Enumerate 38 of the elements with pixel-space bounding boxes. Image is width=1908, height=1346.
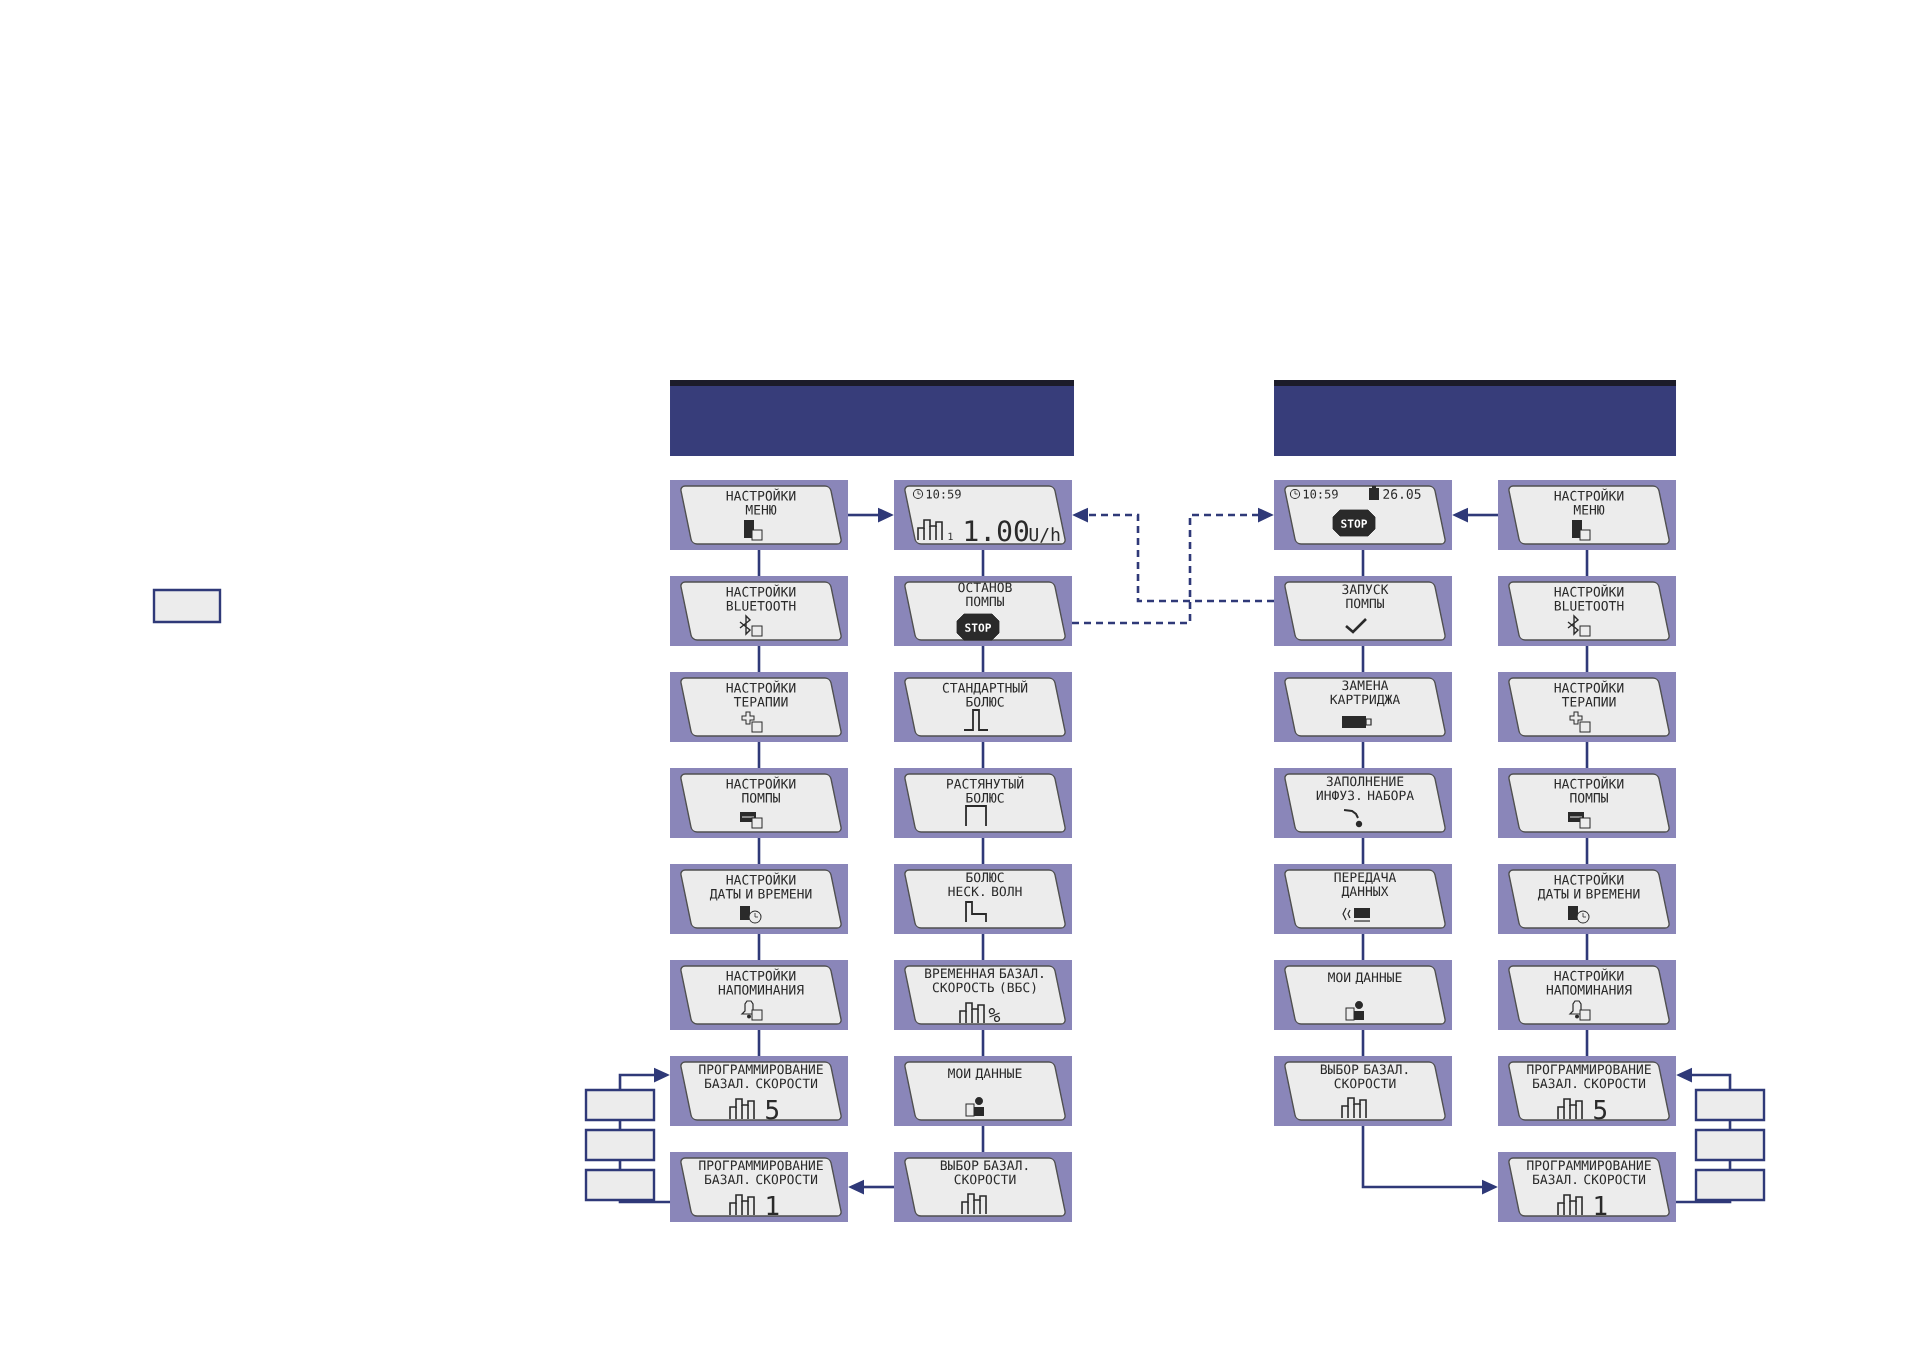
- connector-line: [1728, 1120, 1732, 1130]
- connector-line: [1361, 934, 1365, 960]
- connector-line: [1676, 1199, 1732, 1204]
- connector-line: [981, 646, 985, 672]
- connector-line: [618, 1160, 622, 1170]
- connector-line: [981, 742, 985, 768]
- connector-line: [1728, 1160, 1732, 1170]
- connector-line: [757, 1030, 761, 1056]
- connector-line: [1361, 1030, 1365, 1056]
- connector-line: [981, 550, 985, 576]
- connector-line: [1585, 1030, 1589, 1056]
- connector-line: [757, 646, 761, 672]
- connector-line: [757, 934, 761, 960]
- empty-box: [1694, 1128, 1766, 1162]
- empty-box: [152, 588, 222, 624]
- connector-line: [757, 838, 761, 864]
- connector-line: [981, 934, 985, 960]
- connector-line: [1361, 742, 1365, 768]
- empty-box: [1694, 1088, 1766, 1122]
- connector-line: [981, 838, 985, 864]
- connector-line: [1585, 838, 1589, 864]
- connector-line: [1361, 646, 1365, 672]
- connector-line: [1361, 550, 1365, 576]
- connector-line: [1585, 934, 1589, 960]
- connector-line: [1361, 838, 1365, 864]
- connector-line: [981, 1126, 985, 1152]
- empty-box: [584, 1128, 656, 1162]
- empty-box: [584, 1088, 656, 1122]
- connector-line: [618, 1120, 622, 1130]
- connector-line: [1585, 742, 1589, 768]
- connector-line: [618, 1199, 670, 1204]
- empty-box: [584, 1168, 656, 1202]
- connector-line: [1585, 646, 1589, 672]
- connector-line: [757, 550, 761, 576]
- connector-line: [1585, 550, 1589, 576]
- connector-line: [757, 742, 761, 768]
- connector-line: [981, 1030, 985, 1056]
- empty-box: [1694, 1168, 1766, 1202]
